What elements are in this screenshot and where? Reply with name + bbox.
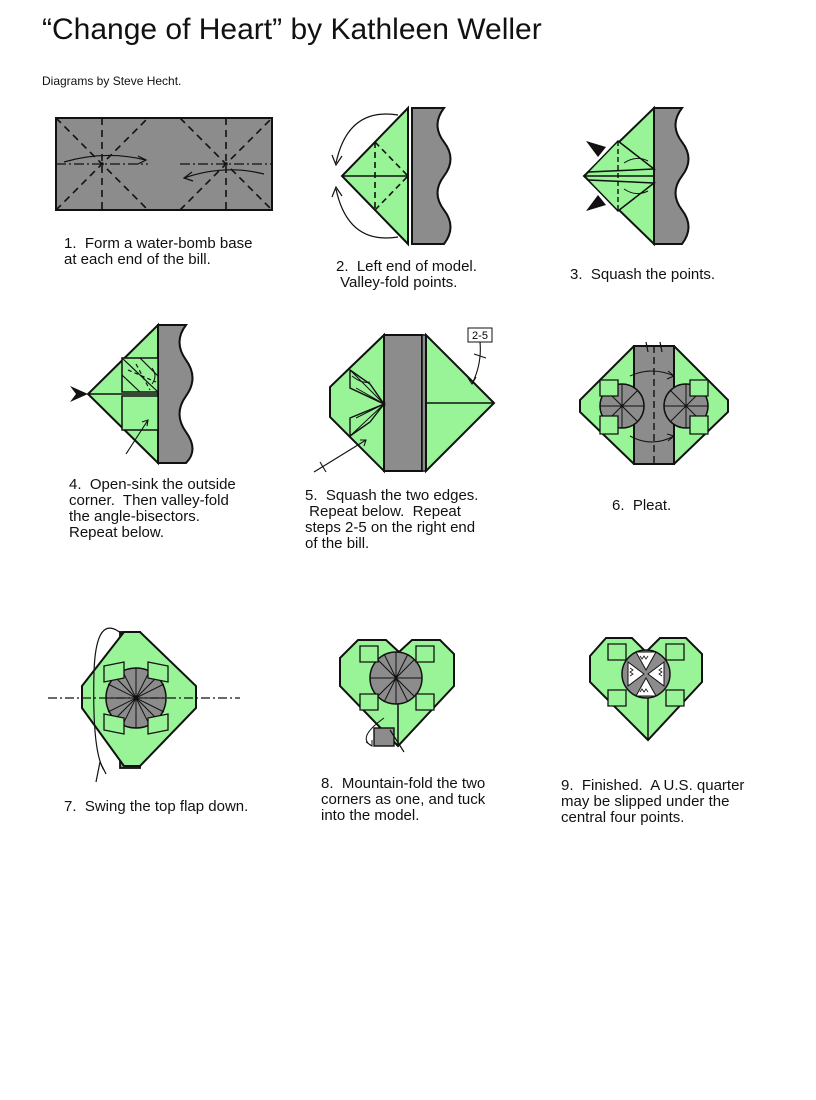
repeat-steps-label: 2-5 [472, 330, 488, 342]
step-6-caption: 6. Pleat. [612, 497, 672, 514]
step-5-caption: 5. Squash the two edges. Repeat below. R… [305, 487, 479, 552]
step-7-diagram [48, 627, 240, 783]
step-3-caption: 3. Squash the points. [570, 266, 716, 283]
step-1-diagram [55, 117, 273, 211]
diagram-credit: Diagrams by Steve Hecht. [42, 74, 182, 88]
step-1-caption: 1. Form a water-bomb base at each end of… [64, 235, 253, 268]
step-3-diagram [582, 105, 690, 247]
step-9-diagram [589, 637, 703, 742]
step-2-caption: 2. Left end of model. Valley-fold points… [336, 258, 477, 291]
page-title: “Change of Heart” by Kathleen Weller [42, 13, 542, 46]
step-8-diagram [339, 639, 455, 753]
step-2-diagram [331, 105, 452, 247]
step-9-caption: 9. Finished. A U.S. quarter may be slipp… [561, 777, 745, 826]
step-4-diagram [70, 322, 194, 466]
step-8-caption: 8. Mountain-fold the two corners as one,… [321, 775, 486, 824]
step-4-caption: 4. Open-sink the outside corner. Then va… [69, 476, 236, 541]
step-7-caption: 7. Swing the top flap down. [64, 798, 249, 815]
step-6-diagram [579, 341, 729, 465]
step-5-diagram: 2-5 [313, 327, 496, 474]
